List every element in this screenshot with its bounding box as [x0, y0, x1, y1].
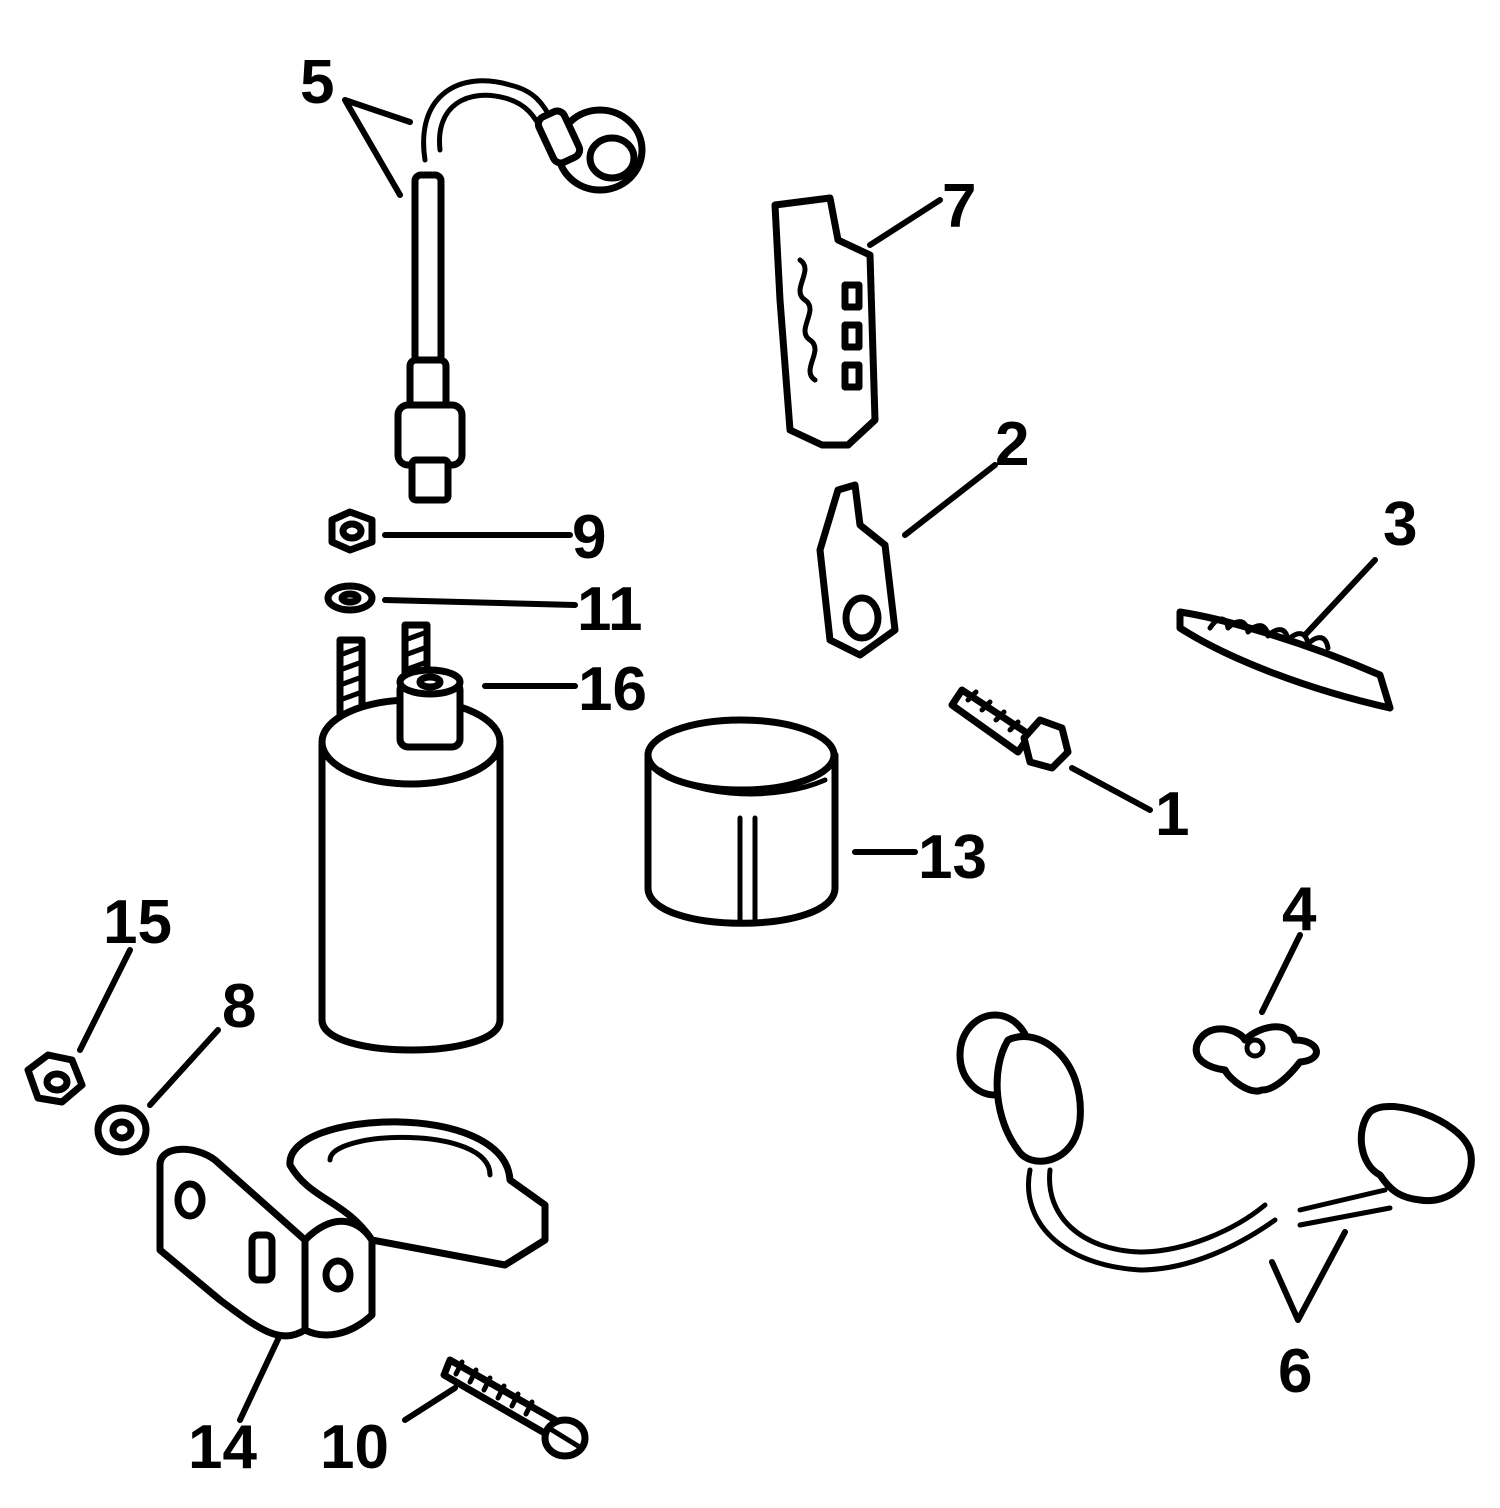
part-16-ignition-coil	[318, 621, 504, 1054]
part-10-round-head-screw	[440, 1356, 589, 1460]
callout-13: 13	[918, 823, 987, 892]
part-3-lead-retainer	[1176, 608, 1394, 712]
part-4-star-retainer	[1192, 1023, 1320, 1095]
callout-2: 2	[995, 410, 1029, 479]
part-11-washer	[324, 582, 376, 614]
callout-6: 6	[1278, 1337, 1312, 1406]
part-13-coil-sleeve	[644, 716, 839, 927]
callout-11: 11	[577, 575, 643, 644]
callout-4: 4	[1282, 875, 1317, 944]
callout-3: 3	[1383, 490, 1417, 559]
part-15-hex-nut	[24, 1051, 86, 1106]
callout-5: 5	[300, 48, 334, 117]
callout-14: 14	[188, 1413, 257, 1482]
callout-1: 1	[1155, 780, 1189, 849]
callout-16: 16	[578, 655, 647, 724]
callout-9: 9	[572, 503, 606, 572]
part-14-coil-bracket	[156, 1118, 549, 1340]
part-5-coil-lead	[394, 78, 646, 504]
part-7-terminal-block	[771, 194, 879, 449]
part-1-hex-screw	[948, 686, 1072, 772]
callout-15: 15	[103, 888, 172, 957]
part-2-ground-strap	[816, 481, 899, 659]
leader-lines	[77, 97, 1378, 1423]
callout-10: 10	[320, 1413, 389, 1482]
part-6-spark-plug-lead	[956, 1011, 1475, 1273]
callout-7: 7	[942, 172, 976, 241]
part-9-nut	[328, 508, 376, 554]
callout-8: 8	[222, 972, 256, 1041]
part-8-lockwasher	[94, 1104, 150, 1156]
callout-labels: 5 7 2 3 9 11 16 1 13 4 15 8 6 14 10	[103, 48, 1417, 1482]
